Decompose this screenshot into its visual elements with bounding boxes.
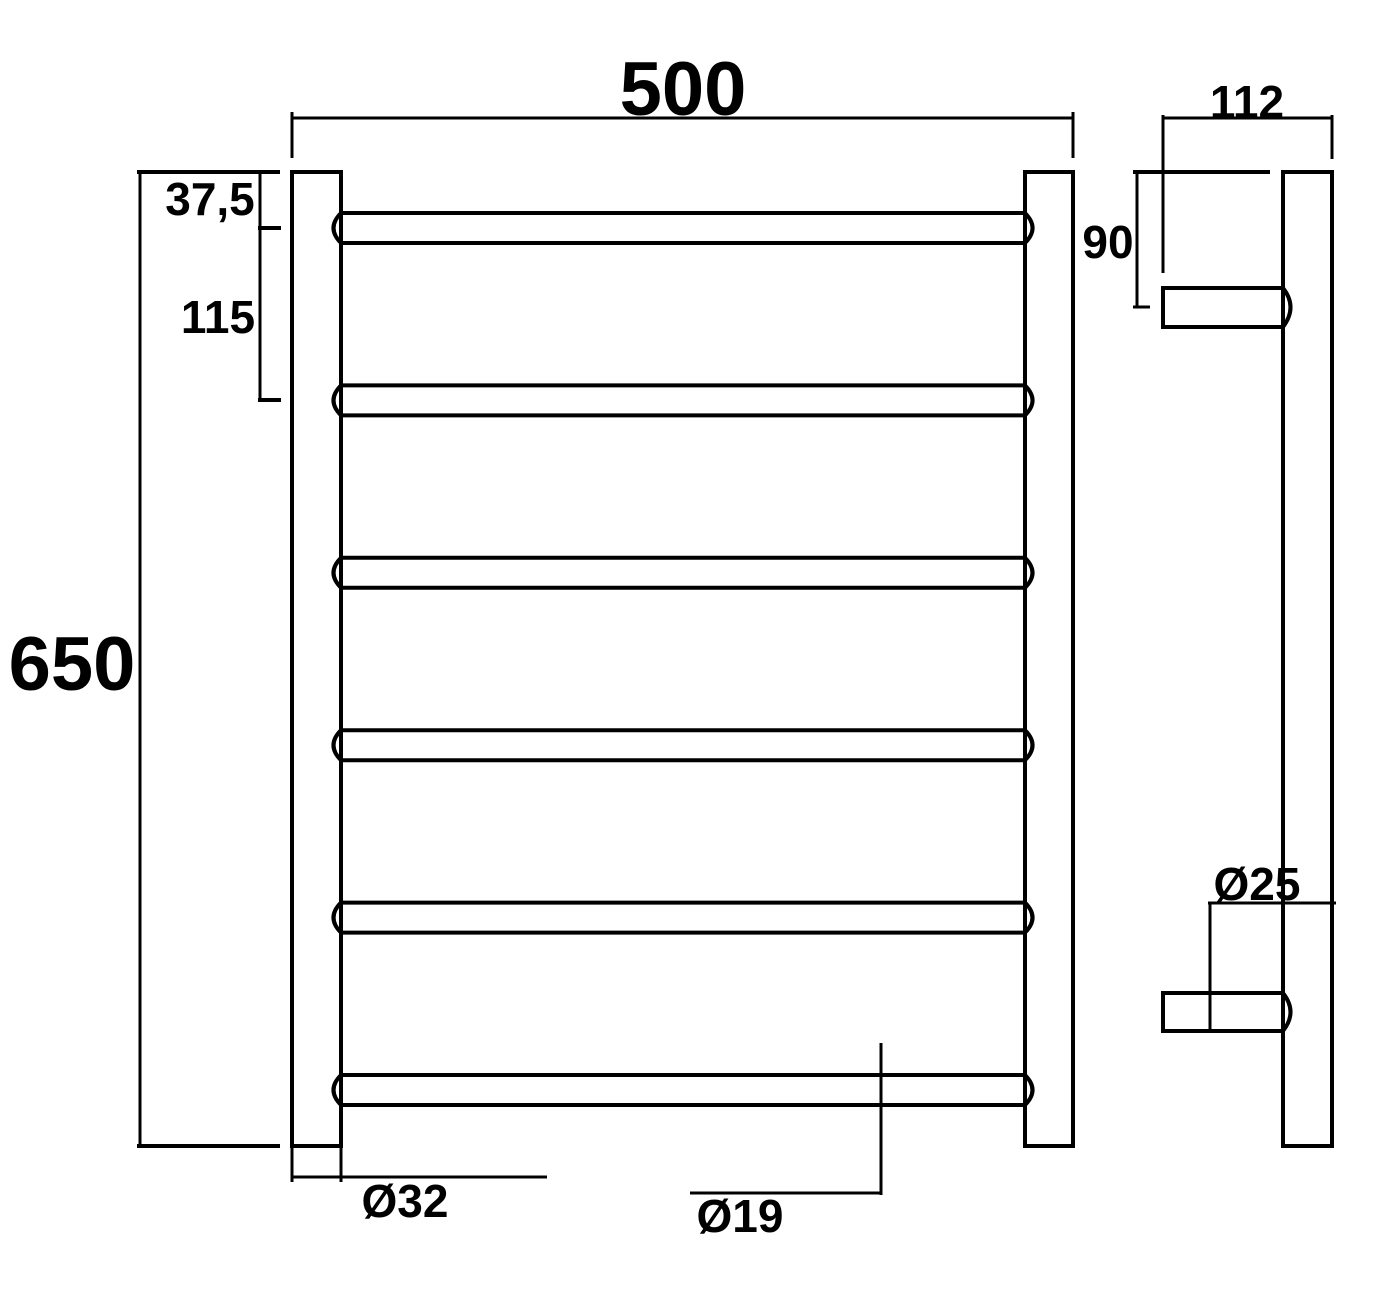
rail-spacing-label: 115 <box>181 291 255 343</box>
bracket-diameter-label: Ø25 <box>1214 858 1301 910</box>
rails <box>331 211 1035 1107</box>
rail <box>331 211 1035 245</box>
lower-bracket <box>1161 991 1293 1033</box>
height-label: 650 <box>9 622 136 707</box>
upper-bracket <box>1161 286 1293 329</box>
rail-diameter-label: Ø19 <box>697 1190 784 1242</box>
width-label: 500 <box>620 47 747 132</box>
rail-offset-dimensions: 37,5 115 <box>165 172 281 402</box>
rail <box>331 728 1035 763</box>
right-post <box>1023 170 1075 1148</box>
side-post <box>1281 170 1334 1148</box>
rail <box>331 555 1035 590</box>
post-diameter-label: Ø32 <box>362 1175 449 1227</box>
rail <box>331 900 1035 935</box>
rail-diameter-dimension: Ø19 <box>690 1043 883 1242</box>
post-diameter-dimension: Ø32 <box>290 1146 547 1227</box>
rail <box>331 1073 1035 1107</box>
bracket-offset-label: 90 <box>1082 216 1133 268</box>
height-dimension: 650 <box>9 170 280 1148</box>
left-post <box>290 170 343 1148</box>
width-dimension: 500 <box>290 47 1075 158</box>
rail <box>331 383 1035 418</box>
side-view: 112 90 Ø25 <box>1082 76 1336 1148</box>
depth-label: 112 <box>1210 76 1284 128</box>
top-offset-label: 37,5 <box>165 173 255 225</box>
